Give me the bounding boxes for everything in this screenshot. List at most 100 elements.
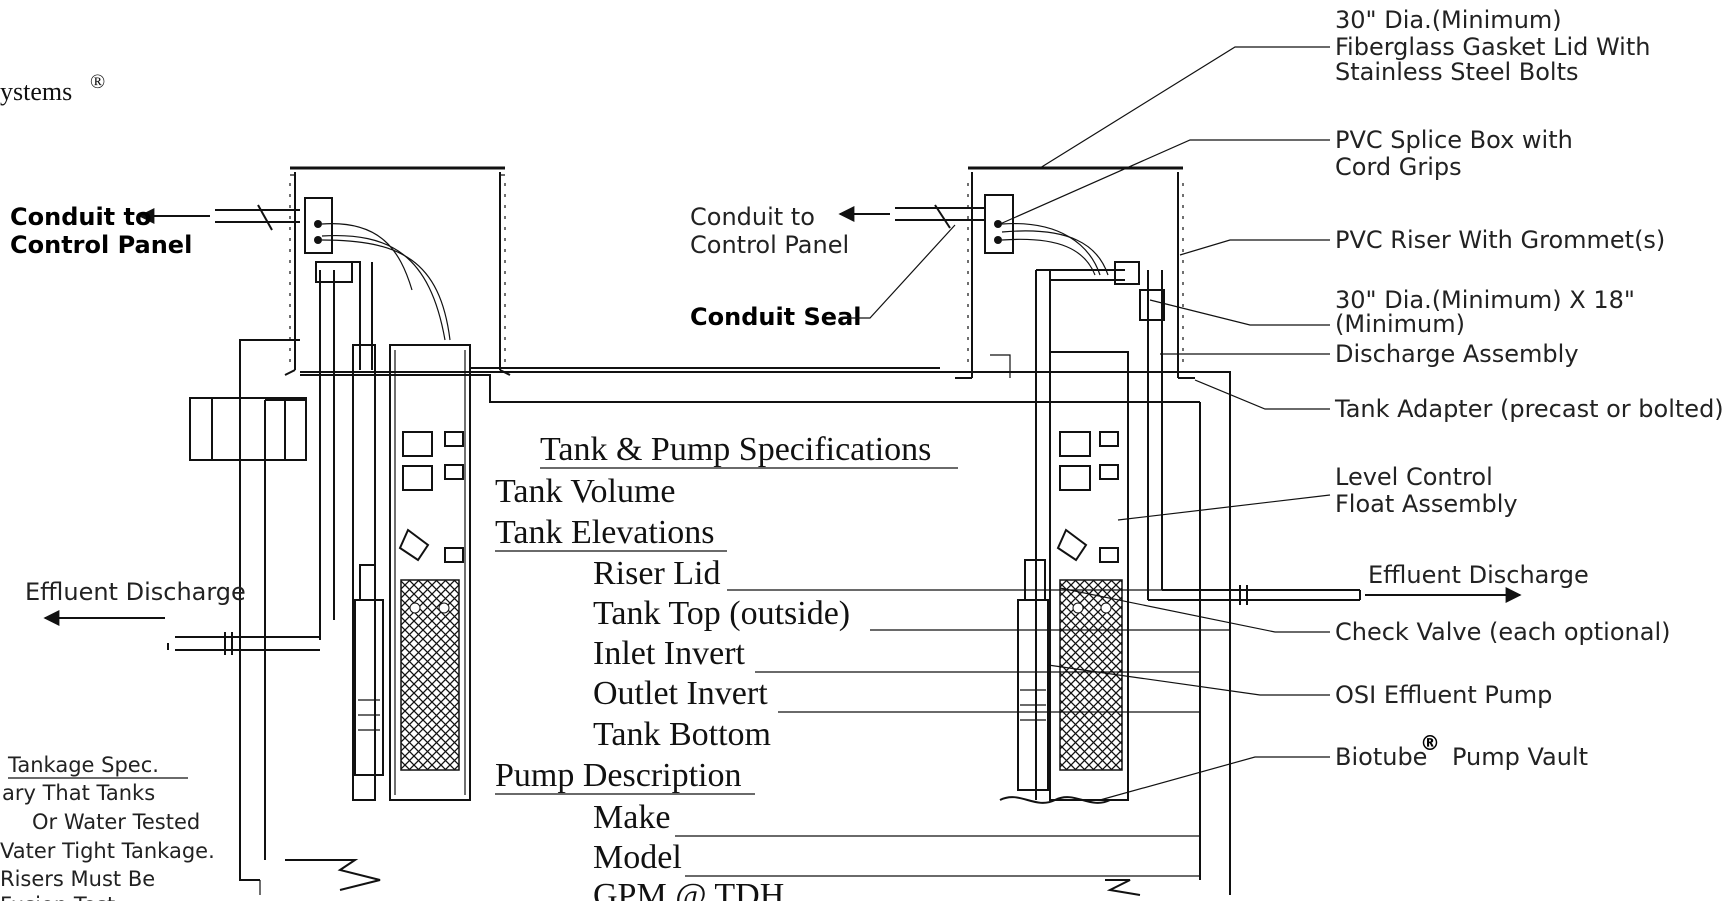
right-discharge-top: [1036, 269, 1125, 281]
right-riser-grommets: [967, 183, 1184, 365]
note-line-6: Fusion Test: [0, 893, 115, 901]
label-tank-adapter: Tank Adapter (precast or bolted): [1334, 395, 1724, 423]
right-vault-break: [999, 796, 1111, 804]
label-riser: PVC Riser With Grommet(s): [1335, 226, 1665, 254]
specifications-block: Tank & Pump Specifications Tank Volume T…: [495, 431, 1230, 901]
label-level-2: Float Assembly: [1335, 490, 1518, 518]
right-cord-grip: [994, 236, 1002, 244]
brand-label: ystems ®: [0, 71, 105, 106]
label-vault-suffix: Pump Vault: [1452, 743, 1588, 771]
right-float: [1056, 528, 1088, 562]
right-vault-port: [1100, 602, 1112, 614]
label-lid-3: Stainless Steel Bolts: [1335, 58, 1579, 86]
right-float-cord: [1001, 230, 1109, 276]
conduit-seal-leader: [840, 224, 956, 319]
label-discharge-assembly: Discharge Assembly: [1335, 340, 1579, 368]
spec-outlet-invert: Outlet Invert: [593, 675, 768, 712]
spec-tank-bottom: Tank Bottom: [593, 716, 771, 753]
brand-text: ystems: [0, 77, 72, 106]
right-discharge-riser: [1147, 270, 1163, 600]
spec-make: Make: [593, 799, 670, 836]
left-vault-screen: [400, 579, 460, 771]
left-float-cord: [321, 223, 413, 291]
leader-splice: [999, 139, 1330, 225]
right-float-bracket: [1099, 431, 1119, 447]
right-pump-motor-bands: [1020, 689, 1046, 721]
left-tank: Conduit to Control Panel Effluent Discha…: [10, 166, 940, 895]
right-cord-grip: [994, 220, 1002, 228]
right-float-cord: [1001, 238, 1096, 276]
left-conduit: [215, 209, 300, 223]
left-vault-port: [438, 602, 450, 614]
left-discharge-riser-pipe: [319, 270, 335, 640]
left-riser: [284, 166, 511, 376]
leader-dia: [1149, 299, 1330, 326]
note-line-2: ary That Tanks: [2, 781, 155, 805]
left-cord-grip: [314, 220, 322, 228]
spec-pump-description: Pump Description: [495, 757, 741, 794]
right-tank-break-line: [1105, 879, 1141, 896]
inlet-box-flanges: [211, 398, 286, 460]
spec-gpm: GPM @ TDH: [593, 877, 784, 901]
label-right-effluent: Effluent Discharge: [1368, 561, 1589, 589]
left-conduit-label-1: Conduit to: [10, 203, 151, 231]
right-effluent-pipe: [1148, 589, 1360, 601]
label-check-valve: Check Valve (each optional): [1335, 618, 1670, 646]
spec-inlet-invert: Inlet Invert: [593, 635, 746, 672]
right-pump-body: [1017, 599, 1049, 791]
leader-level: [1117, 494, 1331, 521]
label-lid-1: 30" Dia.(Minimum): [1335, 6, 1562, 34]
center-conduit-label-1: Conduit to: [690, 203, 815, 231]
inlet-box: [189, 397, 307, 461]
right-vault-port: [1072, 602, 1084, 614]
right-annotations: 30" Dia.(Minimum) Fiberglass Gasket Lid …: [999, 6, 1724, 801]
label-splice-1: PVC Splice Box with: [1335, 126, 1573, 154]
left-float-bracket: [444, 431, 464, 447]
label-level-1: Level Control: [1335, 463, 1493, 491]
left-splice-box: [304, 197, 333, 254]
left-float-cord: [321, 234, 446, 341]
right-float: [1059, 431, 1091, 457]
right-riser-walls: [971, 172, 1179, 378]
note-line-3: Or Water Tested: [32, 810, 200, 834]
label-pump: OSI Effluent Pump: [1335, 681, 1552, 709]
right-vault-screen: [1059, 579, 1123, 771]
spec-model: Model: [593, 839, 682, 876]
spec-tank-elevations: Tank Elevations: [495, 514, 715, 551]
left-vault-inner: [394, 350, 466, 795]
leader-riser: [1179, 239, 1330, 256]
tankage-note: Tankage Spec. ary That Tanks Or Water Te…: [0, 753, 215, 901]
leader-check-valve: [1059, 587, 1330, 633]
leader-tank-adapter: [1194, 379, 1330, 410]
left-conduit-seal: [257, 204, 273, 231]
left-discharge-elbow: [350, 261, 373, 370]
right-check-valve-upper: [1114, 261, 1140, 285]
left-float-assembly: [398, 431, 464, 563]
left-coupling: [224, 632, 233, 655]
label-vault-prefix: Biotube: [1335, 743, 1427, 771]
label-vault-mark: ®: [1420, 731, 1440, 755]
right-conduit-seal-fitting: [934, 204, 951, 229]
left-tank-break-line: [285, 859, 381, 891]
spec-title: Tank & Pump Specifications: [540, 431, 931, 468]
left-float-bracket: [444, 464, 464, 480]
spec-tank-top: Tank Top (outside): [593, 595, 850, 632]
leader-vault: [1099, 756, 1330, 801]
note-line-1: Tankage Spec.: [7, 753, 159, 777]
left-riser-grommets: [289, 183, 506, 365]
left-riser-adapter: [284, 369, 511, 376]
right-float: [1059, 465, 1091, 491]
left-float-bracket: [444, 547, 464, 563]
left-tank-wall-top: [239, 339, 300, 370]
right-coupling: [1239, 585, 1248, 605]
left-riser-walls: [294, 172, 501, 370]
right-discharge-valve: [1139, 289, 1165, 321]
left-effluent-pipe: [175, 636, 320, 651]
left-pump-head: [359, 564, 376, 601]
left-tank-outer-wall: [239, 370, 260, 881]
label-dia-2: (Minimum): [1335, 310, 1465, 338]
right-tank-adapter-lip: [990, 354, 1011, 378]
left-float-cord: [321, 239, 451, 341]
left-float: [402, 465, 433, 491]
leader-pump: [1047, 664, 1330, 696]
